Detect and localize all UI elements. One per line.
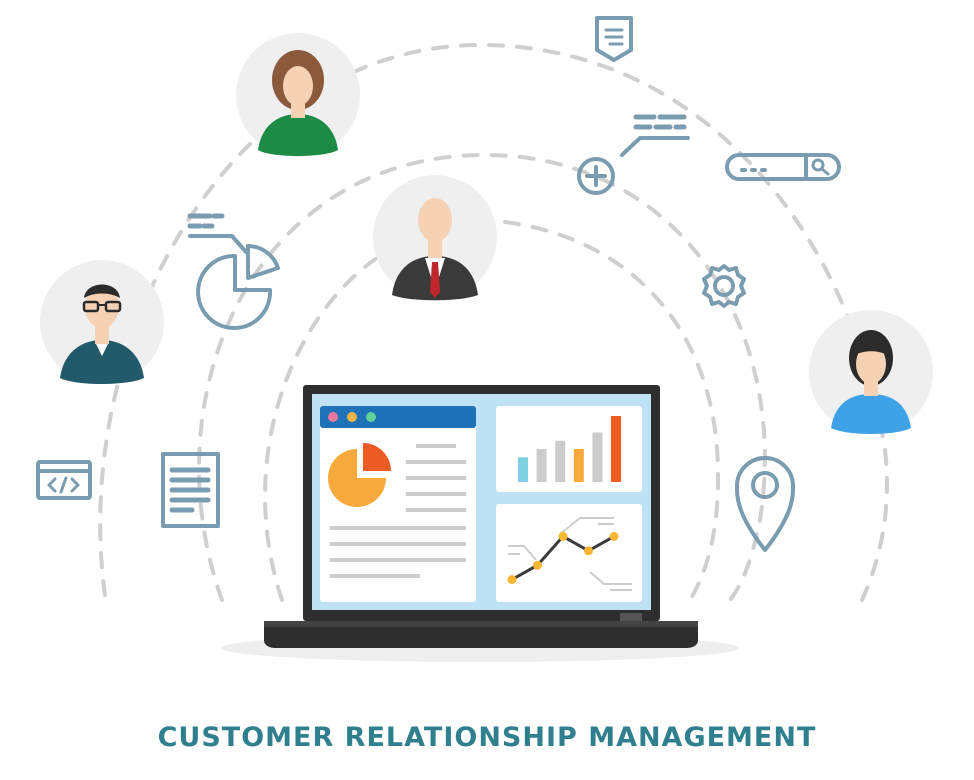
line-point-2 [533, 560, 542, 570]
bar-chart [518, 416, 621, 482]
line-point-1 [507, 575, 517, 585]
line-chart [507, 531, 619, 585]
laptop [220, 385, 740, 662]
plus-circle-icon [577, 157, 615, 195]
tag-icon [595, 16, 633, 62]
search-bar-icon [725, 153, 841, 181]
line-point-5 [609, 531, 619, 541]
bar-3 [555, 440, 566, 482]
middle-orbit [197, 152, 767, 602]
chat-bubble-icon [620, 114, 690, 157]
avatar-man-glasses [40, 260, 164, 384]
avatar-woman-blue-shirt [809, 310, 933, 434]
window-button-maximize [366, 412, 376, 422]
bar-4 [573, 449, 584, 482]
screen-bar-chart-window [496, 406, 642, 492]
screen-pie-small [363, 443, 391, 471]
code-window-icon [36, 460, 92, 500]
bar-2 [536, 449, 547, 482]
screen-report-window [320, 406, 476, 602]
inner-orbit [263, 220, 721, 602]
pie-chart-icon [187, 213, 280, 330]
line-point-4 [584, 546, 593, 556]
window-button-close [328, 412, 338, 422]
bar-1 [518, 457, 528, 482]
document-icon [161, 452, 220, 528]
screen-line-chart-window [496, 504, 642, 602]
bar-6 [611, 416, 621, 482]
location-pin-icon [734, 456, 796, 552]
window-button-minimize [347, 412, 357, 422]
orbit-arcs [98, 42, 889, 602]
screen-pie-large [328, 449, 386, 507]
bar-5 [592, 432, 603, 482]
avatar-woman-green-sweater [236, 33, 360, 157]
line-point-3 [558, 531, 568, 541]
avatar-man-suit [373, 175, 497, 301]
caption-title: CUSTOMER RELATIONSHIP MANAGEMENT [157, 722, 817, 753]
gear-icon [702, 264, 746, 308]
